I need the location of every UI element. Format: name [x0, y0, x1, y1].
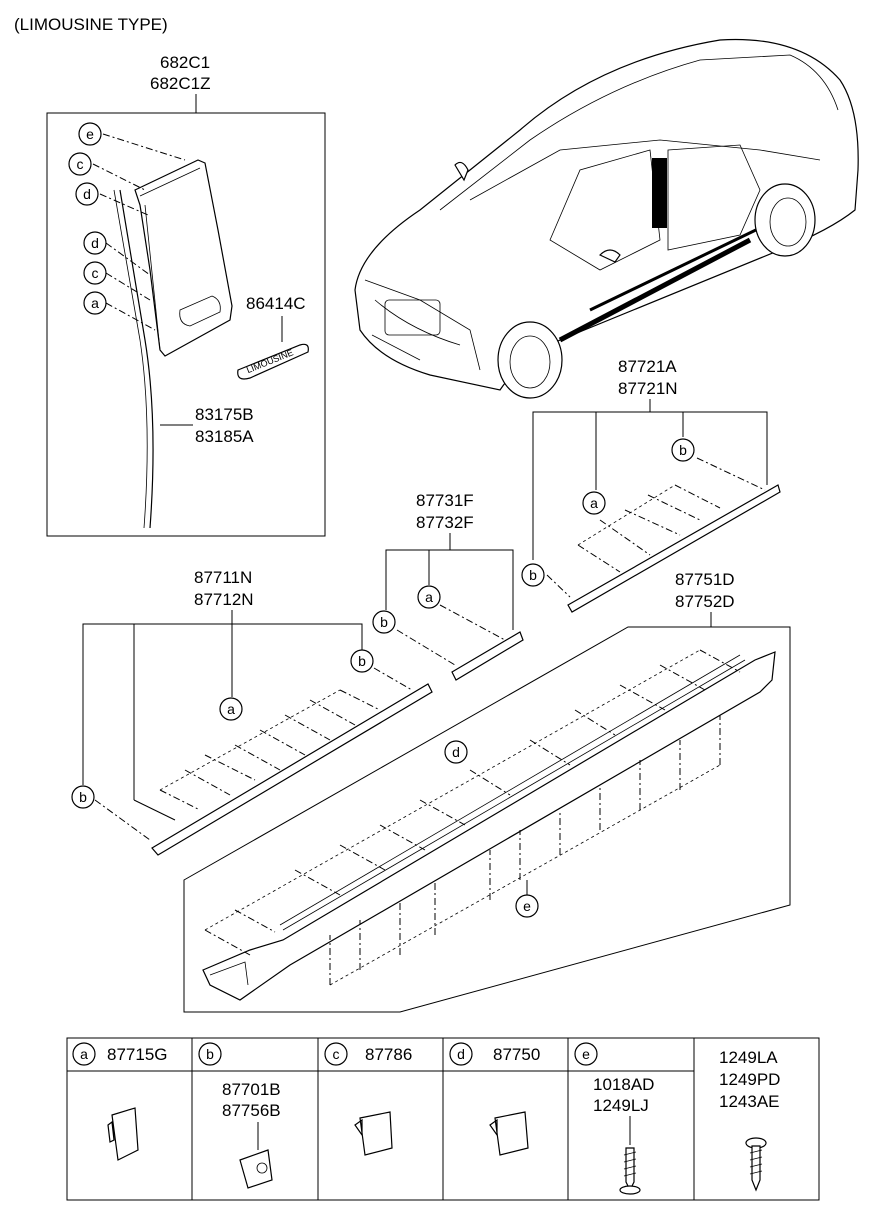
- callout-a: a: [227, 701, 235, 717]
- clip-a-icon: [107, 1107, 139, 1161]
- mid-moulding-group: 87731F 87732F b a: [372, 491, 524, 681]
- rear-door-moulding-group: 87721A 87721N b a b: [521, 357, 781, 613]
- pillar-emblem-recess: [179, 295, 221, 327]
- legend-d-part: 87750: [493, 1045, 540, 1064]
- legend-f-part-1: 1249LA: [719, 1048, 778, 1067]
- front-door-moulding: [151, 683, 433, 856]
- emblem-part-number: 86414C: [246, 294, 306, 313]
- legend-f-part-3: 1243AE: [719, 1092, 780, 1111]
- clip-d-icon: [489, 1111, 529, 1156]
- rear-door-moulding: [567, 484, 781, 613]
- side-sill: [202, 651, 776, 1001]
- callout-b: b: [380, 614, 388, 630]
- pillar-callouts: e c d d c a: [68, 122, 107, 315]
- screw-e-icon: [619, 1147, 641, 1195]
- legend-e-part-2: 1249LJ: [593, 1096, 649, 1115]
- rear-moulding-part-number-1: 87721A: [618, 357, 677, 376]
- legend-d-letter: d: [457, 1046, 465, 1062]
- clip-c-icon: [354, 1111, 393, 1156]
- legend-b-part-2: 87756B: [222, 1101, 281, 1120]
- legend-a-letter: a: [80, 1046, 88, 1062]
- callout-a: a: [590, 495, 598, 511]
- side-sill-part-number-1: 87751D: [675, 570, 735, 589]
- front-moulding-part-number-2: 87712N: [194, 590, 254, 609]
- pillar-trim: [134, 159, 233, 357]
- side-sill-part-number-2: 87752D: [675, 592, 735, 611]
- mid-moulding: [451, 631, 524, 681]
- side-sill-on-car: [558, 237, 752, 343]
- callout-d: d: [91, 235, 99, 251]
- callout-c: c: [92, 265, 99, 281]
- pillar-part-number-1: 682C1: [160, 53, 210, 72]
- clip-b-icon: [239, 1149, 273, 1189]
- callout-a: a: [425, 589, 433, 605]
- weatherstrip-part-number-1: 83175B: [195, 405, 254, 424]
- callout-e: e: [86, 126, 94, 142]
- rear-moulding-part-number-2: 87721N: [618, 379, 678, 398]
- screw-f-icon: [745, 1137, 767, 1192]
- front-door-moulding-group: 87711N 87712N b a b: [71, 568, 433, 856]
- limousine-emblem: [237, 343, 309, 380]
- side-sill-group: 87751D 87752D d e: [183, 570, 791, 1013]
- mid-moulding-part-number-2: 87732F: [416, 513, 474, 532]
- legend-e-letter: e: [582, 1046, 590, 1062]
- pillar-part-number-2: 682C1Z: [150, 74, 210, 93]
- legend-f-part-2: 1249PD: [719, 1070, 780, 1089]
- side-sill-box: [183, 626, 791, 1013]
- callout-e: e: [523, 898, 531, 914]
- legend-b-letter: b: [206, 1046, 214, 1062]
- callout-b: b: [358, 653, 366, 669]
- mid-moulding-part-number-1: 87731F: [416, 491, 474, 510]
- car-illustration: [354, 38, 859, 399]
- callout-d: d: [83, 186, 91, 202]
- legend-b-part-1: 87701B: [222, 1080, 281, 1099]
- pillar-box: [46, 112, 326, 537]
- legend-table: a 87715G b 87701B 87756B c 87786 d 87750…: [66, 1037, 820, 1201]
- legend-c-letter: c: [333, 1046, 340, 1062]
- callout-b: b: [679, 442, 687, 458]
- legend-a-part: 87715G: [107, 1045, 168, 1064]
- callout-a: a: [91, 295, 99, 311]
- callout-c: c: [77, 156, 84, 172]
- callout-d: d: [452, 744, 460, 760]
- diagram-title: (LIMOUSINE TYPE): [14, 15, 168, 34]
- callout-b: b: [529, 567, 537, 583]
- b-pillar-blackout: [652, 158, 667, 228]
- weatherstrip: [119, 189, 154, 529]
- callout-b: b: [79, 789, 87, 805]
- legend-c-part: 87786: [365, 1045, 412, 1064]
- weatherstrip-part-number-2: 83185A: [195, 427, 254, 446]
- legend-e-part-1: 1018AD: [593, 1075, 654, 1094]
- front-moulding-part-number-1: 87711N: [194, 568, 252, 587]
